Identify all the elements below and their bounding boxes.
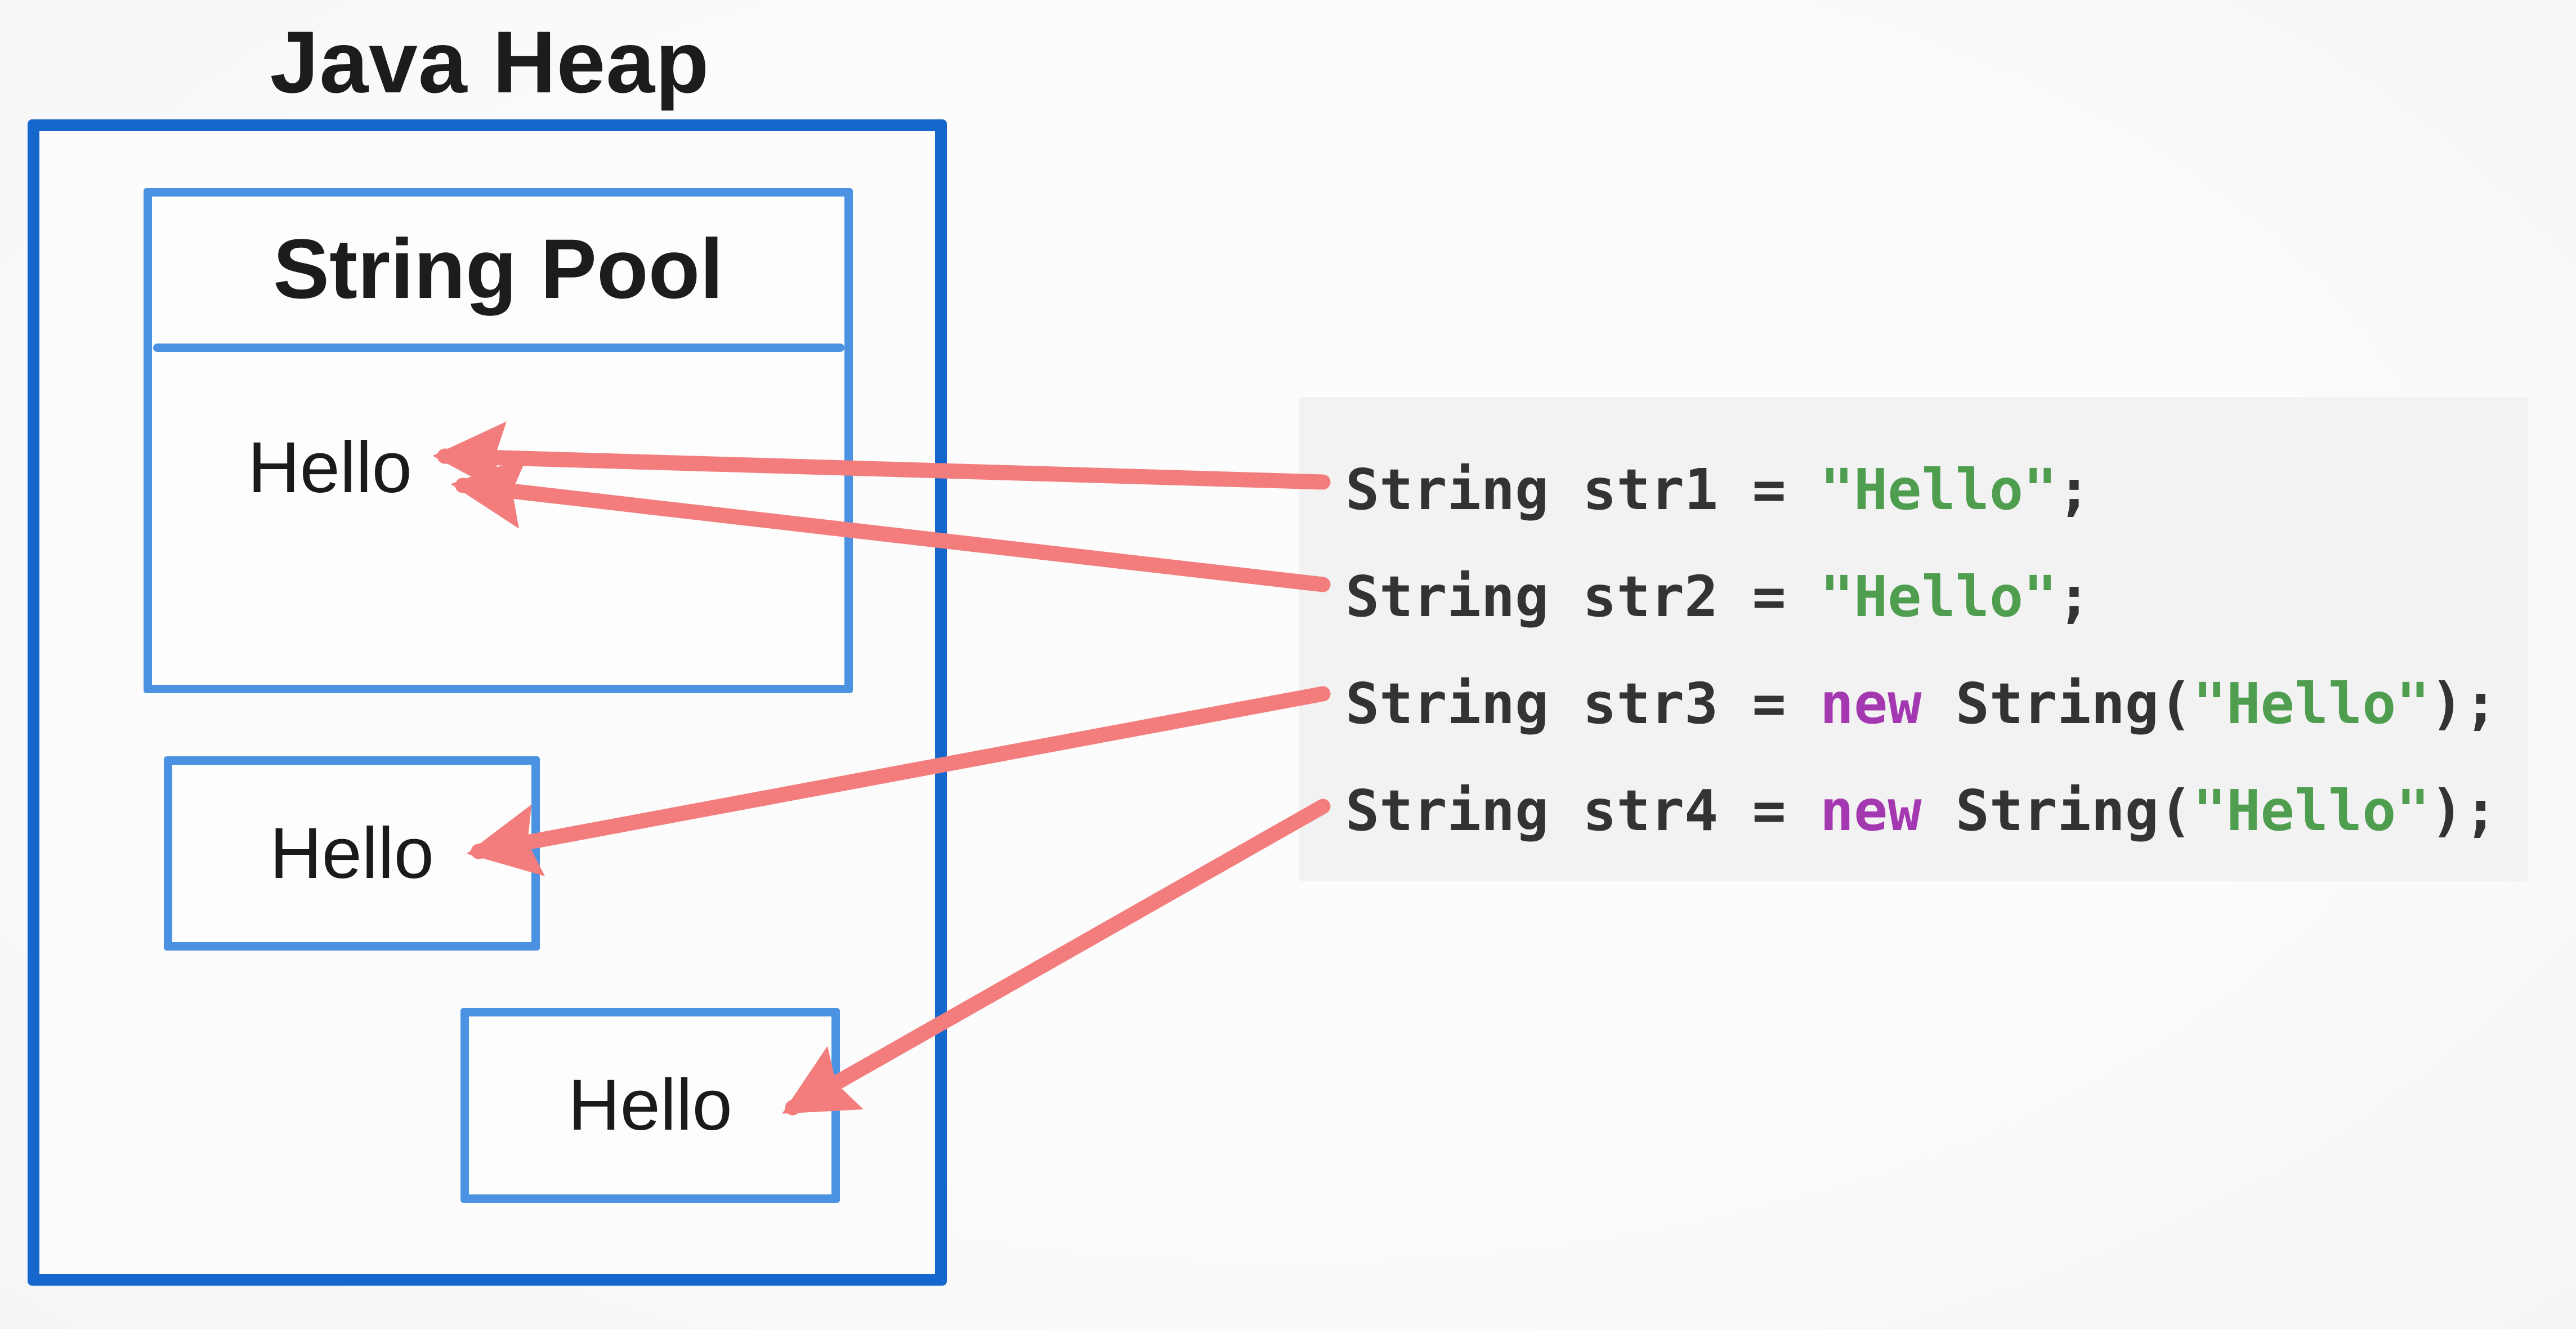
code-text: String( [1921,671,2193,737]
code-text: String( [1921,778,2193,844]
string-token: "Hello" [1819,457,2058,523]
string-pool-title: String Pool [273,221,723,316]
keyword-token: new [1819,778,1922,844]
code-text: String str1 = [1345,457,1820,523]
code-text: ); [2430,778,2498,844]
code-snippet-block: String str1 = "Hello"; String str2 = "He… [1299,397,2528,881]
string-token: "Hello" [2193,671,2430,737]
heap-string-object-1: Hello [164,756,540,951]
heap-title: Java Heap [270,14,710,112]
heap-object-2-label: Hello [568,1065,732,1145]
code-line-str4: String str4 = new String("Hello"); [1345,757,2528,864]
string-token: "Hello" [1819,564,2058,630]
string-pool-divider [153,344,844,352]
pool-string-literal: Hello [248,427,412,508]
code-line-str1: String str1 = "Hello"; [1345,436,2528,543]
code-text: ; [2057,564,2091,630]
keyword-token: new [1819,671,1922,737]
code-line-str3: String str3 = new String("Hello"); [1345,650,2528,757]
code-text: String str3 = [1345,671,1820,737]
code-text: ); [2430,671,2498,737]
code-text: ; [2057,457,2091,523]
code-line-str2: String str2 = "Hello"; [1345,543,2528,650]
heap-object-1-label: Hello [270,813,434,894]
heap-string-object-2: Hello [460,1008,840,1203]
string-token: "Hello" [2193,778,2430,844]
code-text: String str4 = [1345,778,1820,844]
code-text: String str2 = [1345,564,1820,630]
